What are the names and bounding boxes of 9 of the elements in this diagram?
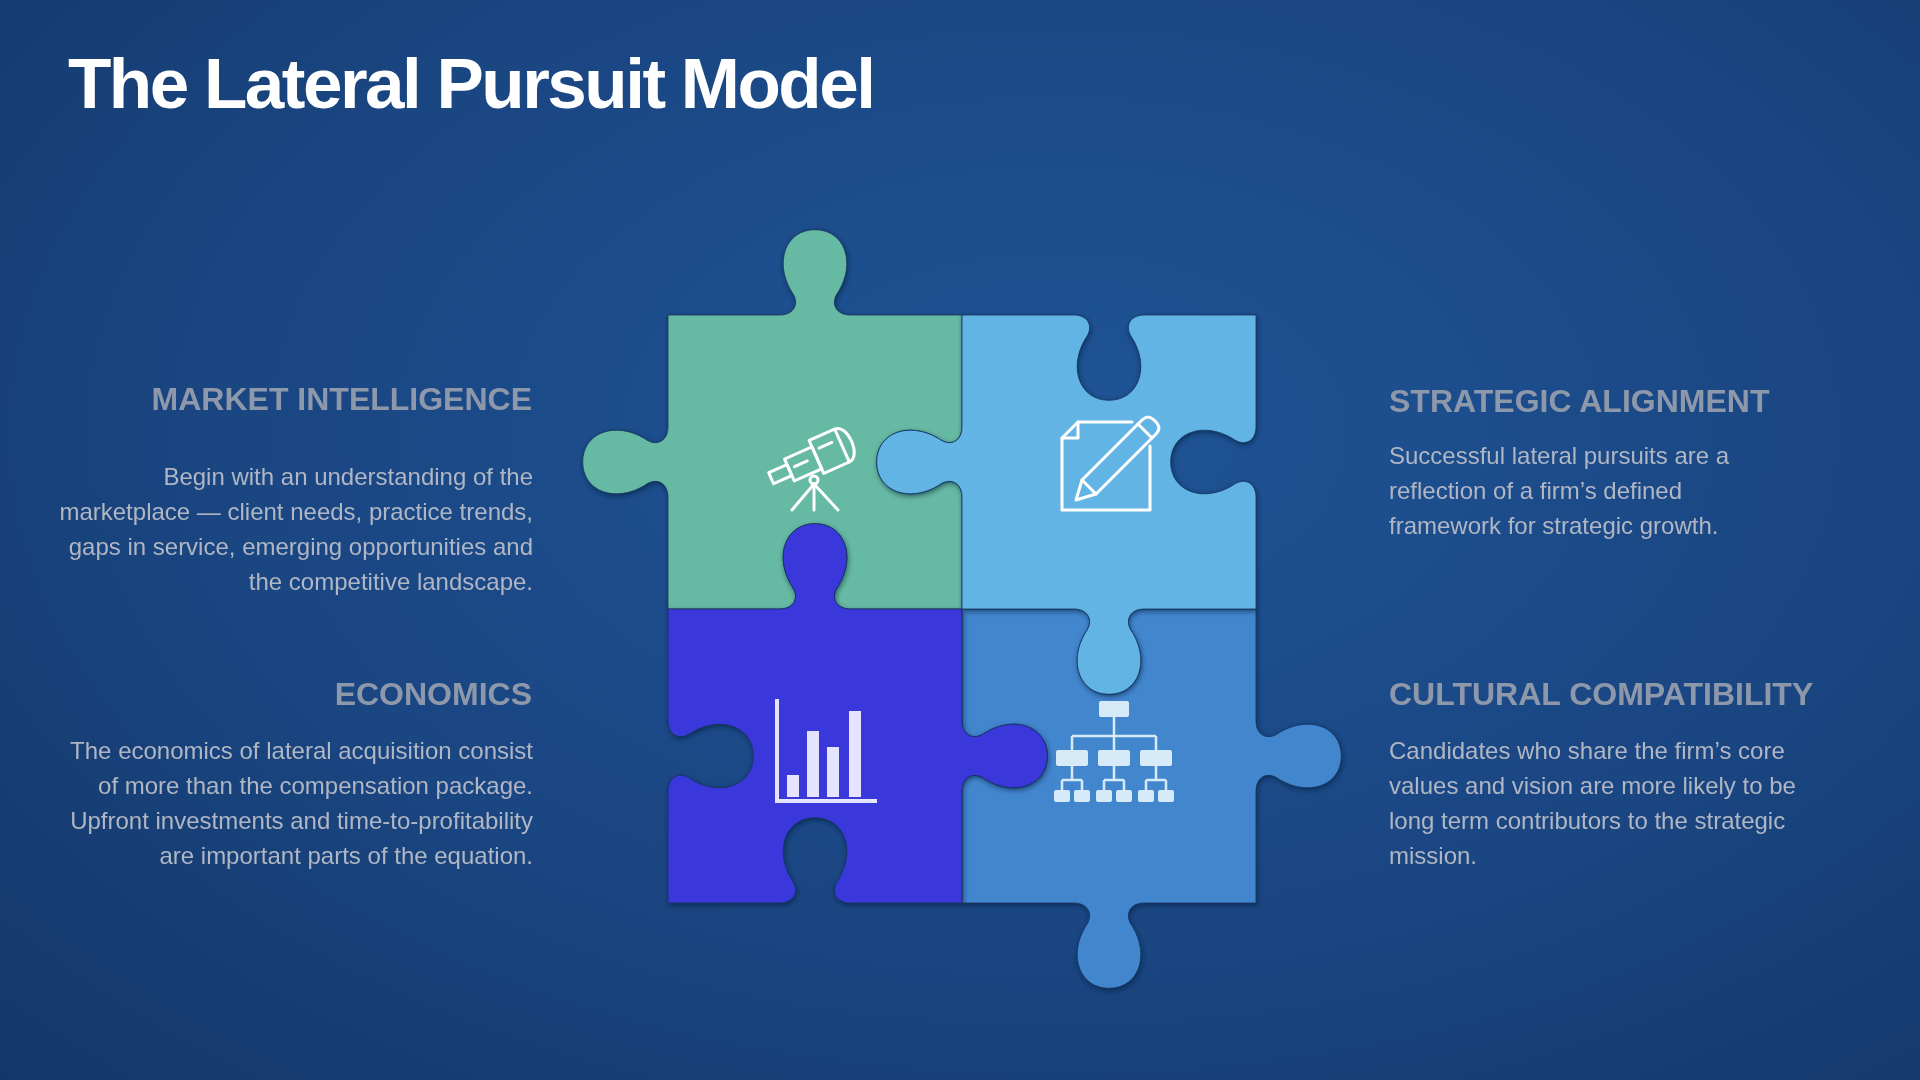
section-heading: STRATEGIC ALIGNMENT <box>1389 382 1771 420</box>
section-heading: MARKET INTELLIGENCE <box>150 380 532 418</box>
title: The Lateral Pursuit Model <box>68 44 874 124</box>
section-description: Successful lateral pursuits are a reflection of a firm’s defined framework for strategic growth. <box>1389 441 1731 541</box>
section-description: Begin with an understanding of the marketplace — client needs, practice trends, gaps in service, emerging opportunities and the competitive landscape. <box>58 462 533 597</box>
section-heading: ECONOMICS <box>333 675 532 713</box>
section-description: The economics of lateral acquisition consist of more than the compensation package. Upfront investments and time-to-profitability are important parts of the equation. <box>69 736 533 871</box>
section-description: Candidates who share the firm’s core values and vision are more likely to be long term contributors to the strategic mission. <box>1389 736 1797 871</box>
section-heading: CULTURAL COMPATIBILITY <box>1389 675 1815 713</box>
